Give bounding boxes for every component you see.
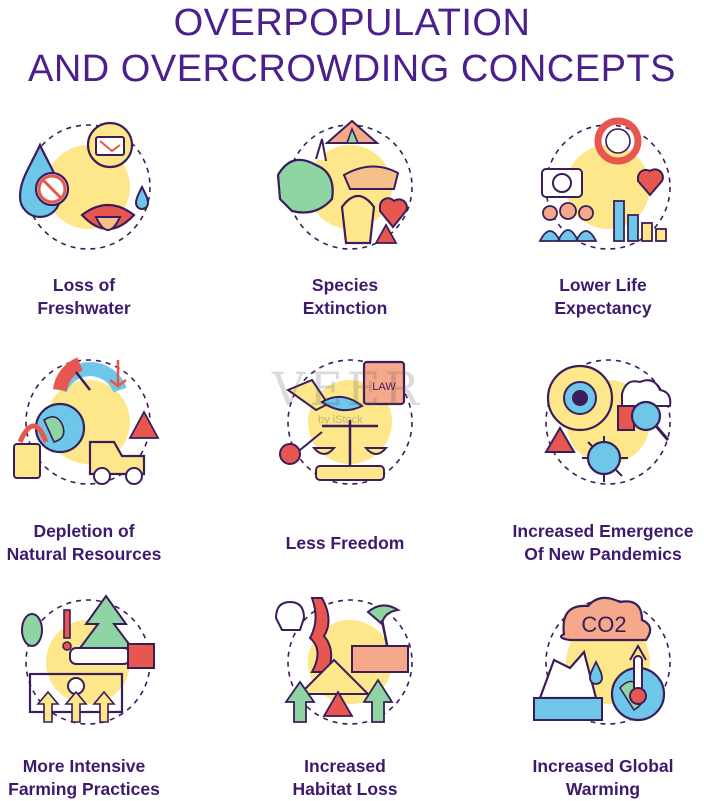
concept-label-farming: More Intensive Farming Practices [8, 756, 160, 799]
co2-text: CO2 [581, 612, 626, 637]
concept-label-species: Species Extinction [302, 275, 388, 318]
concept-label-natural-resources: Depletion of Natural Resources [6, 521, 162, 564]
animals-icon [272, 115, 422, 255]
co2-iceberg-icon: CO2 [530, 590, 680, 730]
concept-label-pandemics: Increased Emergence Of New Pandemics [512, 521, 694, 564]
concept-label-freedom: Less Freedom [285, 533, 405, 553]
concept-label-life-expectancy: Lower Life Expectancy [554, 275, 652, 318]
habitat-icon [272, 590, 422, 730]
people-chart-icon [530, 115, 680, 255]
concept-label-freshwater: Loss of Freshwater [37, 275, 131, 318]
title-line-2: AND OVERCROWDING CONCEPTS [28, 48, 676, 90]
concept-label-global-warming: Increased Global Warming [532, 756, 674, 799]
virus-globe-icon [530, 350, 680, 490]
page-title: OVERPOPULATION AND OVERCROWDING CONCEPTS [0, 0, 704, 92]
gauge-fuel-icon [10, 350, 160, 490]
title-line-1: OVERPOPULATION [173, 2, 531, 44]
watermark-sub: by iStock [318, 414, 363, 426]
law-book-text: LAW [372, 381, 396, 393]
water-drop-mouth-icon [10, 115, 160, 255]
farming-icon [10, 590, 160, 730]
concept-label-habitat: Increased Habitat Loss [292, 756, 398, 799]
law-scales-icon: LAW [272, 350, 422, 490]
